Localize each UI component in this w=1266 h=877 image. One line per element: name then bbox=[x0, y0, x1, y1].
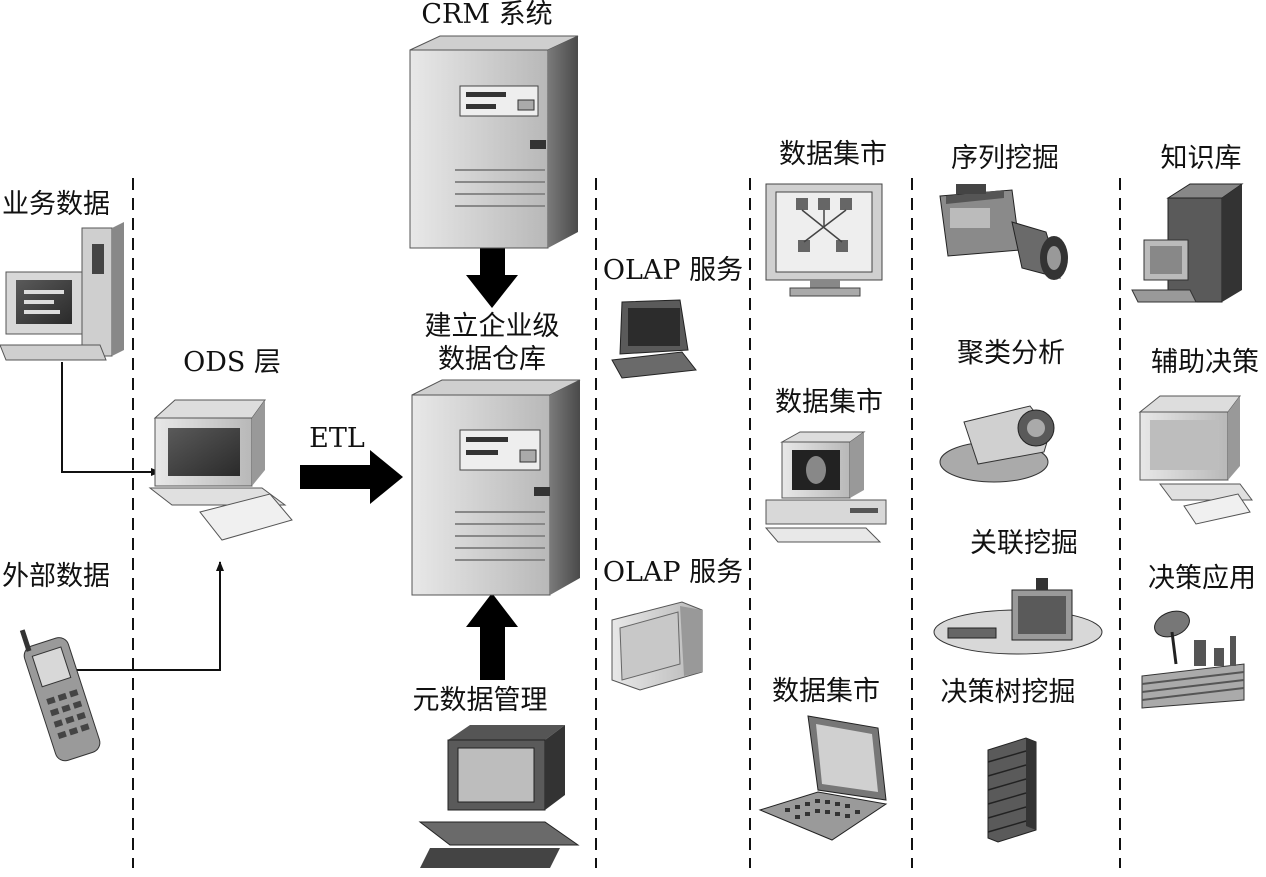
brick-wall-icon bbox=[987, 737, 1037, 843]
satellite-building-icon bbox=[1141, 610, 1245, 709]
build-dw-label-line2: 数据仓库 bbox=[438, 344, 546, 375]
security-camera-icon bbox=[939, 405, 1055, 483]
data-mart-label-1: 数据集市 bbox=[779, 139, 887, 170]
olap-monitor-icon bbox=[611, 601, 703, 691]
decision-tree-mining-label: 决策树挖掘 bbox=[940, 677, 1076, 708]
data-warehouse-server-icon bbox=[411, 379, 581, 596]
external-data-label: 外部数据 bbox=[2, 561, 110, 592]
connector-external-to-ods bbox=[72, 561, 224, 671]
decision-support-pc-icon bbox=[1138, 395, 1253, 525]
ods-layer-label: ODS 层 bbox=[183, 347, 281, 378]
connector-business-to-ods bbox=[61, 362, 161, 476]
business-data-workstation-icon bbox=[0, 222, 124, 361]
sequence-mining-label: 序列挖掘 bbox=[951, 143, 1059, 174]
column-separators bbox=[132, 178, 1121, 868]
data-mart-pc-icon-2 bbox=[764, 431, 887, 543]
decision-app-label: 决策应用 bbox=[1148, 563, 1256, 594]
etl-label: ETL bbox=[309, 423, 365, 454]
mobile-phone-icon bbox=[19, 629, 101, 762]
conference-device-icon bbox=[933, 578, 1103, 655]
crm-server-icon bbox=[409, 35, 579, 249]
knowledge-base-label: 知识库 bbox=[1160, 143, 1242, 174]
ods-computer-icon bbox=[148, 399, 293, 541]
data-mart-monitor-icon-1 bbox=[765, 183, 883, 297]
decision-support-label: 辅助决策 bbox=[1151, 347, 1259, 378]
business-data-label: 业务数据 bbox=[2, 189, 110, 220]
olap-laptop-icon bbox=[611, 299, 697, 379]
build-dw-label-line1: 建立企业级 bbox=[424, 311, 560, 342]
data-mart-label-3: 数据集市 bbox=[772, 676, 880, 707]
knowledge-base-server-icon bbox=[1131, 183, 1244, 303]
crm-system-label: CRM 系统 bbox=[421, 0, 553, 30]
metadata-mgmt-label: 元数据管理 bbox=[412, 685, 548, 716]
olap-service-label-1: OLAP 服务 bbox=[602, 255, 744, 286]
metadata-computer-icon bbox=[418, 725, 580, 868]
data-mart-notebook-icon-3 bbox=[758, 715, 888, 841]
data-mart-label-2: 数据集市 bbox=[775, 387, 883, 418]
video-camera-icon bbox=[939, 184, 1068, 280]
clustering-label: 聚类分析 bbox=[957, 338, 1065, 369]
metadata-up-arrow bbox=[466, 593, 518, 680]
olap-service-label-2: OLAP 服务 bbox=[602, 557, 744, 588]
etl-arrow bbox=[300, 450, 403, 504]
association-mining-label: 关联挖掘 bbox=[970, 528, 1078, 559]
